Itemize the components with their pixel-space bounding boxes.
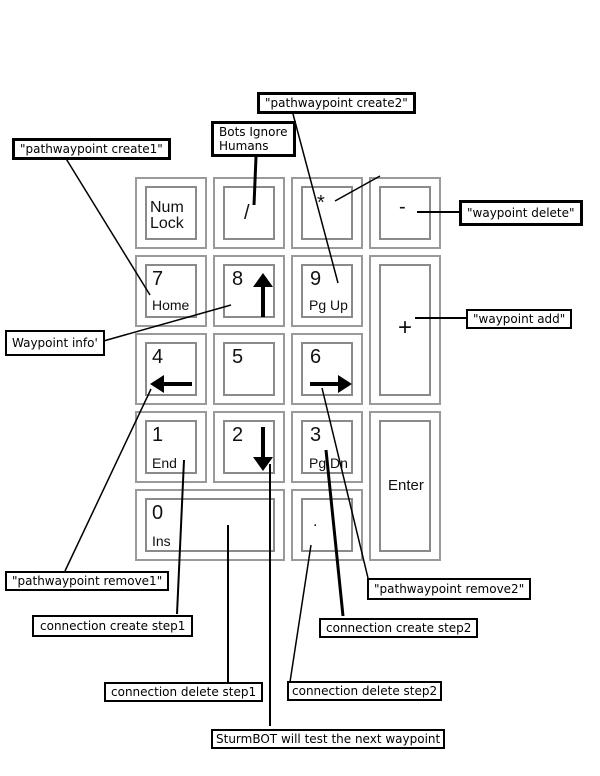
callout-pathwaypoint-remove2: "pathwaypoint remove2" bbox=[367, 578, 532, 600]
callout-bots-ignore-line1: Bots Ignore bbox=[219, 125, 288, 139]
callout-connection-create-step2: connection create step2 bbox=[319, 618, 479, 638]
key-numlock[interactable]: Num Lock bbox=[135, 177, 207, 249]
key-5[interactable]: 5 bbox=[213, 333, 285, 405]
up-arrow-icon bbox=[253, 273, 273, 317]
callout-connection-delete-step1: connection delete step1 bbox=[104, 682, 264, 702]
callout-pathwaypoint-create2: "pathwaypoint create2" bbox=[257, 92, 416, 114]
key-1-sub: End bbox=[152, 455, 177, 471]
callout-connection-create-step1: connection create step1 bbox=[32, 615, 194, 637]
key-0-sub: Ins bbox=[152, 533, 171, 549]
key-enter-label: Enter bbox=[388, 477, 424, 494]
key-7-sub: Home bbox=[152, 297, 190, 313]
key-3[interactable]: 3 Pg Dn bbox=[291, 411, 363, 483]
callout-pathwaypoint-remove1: "pathwaypoint remove1" bbox=[5, 571, 170, 591]
key-enter[interactable]: Enter bbox=[369, 411, 441, 561]
key-4[interactable]: 4 bbox=[135, 333, 207, 405]
key-3-num: 3 bbox=[310, 424, 322, 446]
key-3-sub: Pg Dn bbox=[309, 455, 348, 471]
key-9[interactable]: 9 Pg Up bbox=[291, 255, 363, 327]
leader-connection-delete2 bbox=[289, 544, 312, 683]
key-0[interactable]: 0 Ins bbox=[135, 489, 285, 561]
callout-waypoint-delete: "waypoint delete" bbox=[459, 200, 583, 226]
key-7[interactable]: 7 Home bbox=[135, 255, 207, 327]
key-9-sub: Pg Up bbox=[309, 297, 348, 313]
callout-pathwaypoint-create1: "pathwaypoint create1" bbox=[12, 138, 171, 160]
down-arrow-icon bbox=[253, 427, 273, 471]
key-multiply[interactable]: * bbox=[291, 177, 363, 249]
key-6[interactable]: 6 bbox=[291, 333, 363, 405]
callout-bots-ignore-line2: Humans bbox=[219, 139, 269, 153]
key-1-num: 1 bbox=[152, 424, 164, 446]
key-9-num: 9 bbox=[310, 268, 322, 290]
key-multiply-label: * bbox=[317, 192, 325, 214]
left-arrow-icon bbox=[150, 375, 192, 393]
key-1[interactable]: 1 End bbox=[135, 411, 207, 483]
key-6-num: 6 bbox=[310, 346, 322, 368]
key-divide[interactable]: / bbox=[213, 177, 285, 249]
callout-sturmbot-test: SturmBOT will test the next waypoint bbox=[211, 729, 446, 749]
right-arrow-icon bbox=[310, 375, 352, 393]
key-0-num: 0 bbox=[152, 502, 164, 524]
callout-connection-delete-step2: connection delete step2 bbox=[287, 681, 443, 701]
key-divide-label: / bbox=[244, 202, 250, 224]
callout-bots-ignore-humans: Bots Ignore Humans bbox=[211, 121, 296, 157]
key-plus-label: + bbox=[398, 314, 413, 341]
key-2[interactable]: 2 bbox=[213, 411, 285, 483]
key-minus[interactable]: - bbox=[369, 177, 441, 249]
key-7-num: 7 bbox=[152, 268, 164, 290]
key-decimal-label: . bbox=[313, 513, 318, 530]
key-2-num: 2 bbox=[232, 424, 244, 446]
key-5-num: 5 bbox=[232, 346, 244, 368]
key-numlock-line2: Lock bbox=[150, 215, 184, 232]
key-decimal[interactable]: . bbox=[291, 489, 363, 561]
callout-waypoint-add: "waypoint add" bbox=[466, 309, 573, 329]
callout-waypoint-info: Waypoint info' bbox=[5, 330, 105, 356]
key-8[interactable]: 8 bbox=[213, 255, 285, 327]
key-plus[interactable]: + bbox=[369, 255, 441, 405]
key-numlock-line1: Num bbox=[150, 199, 184, 216]
key-8-num: 8 bbox=[232, 268, 244, 290]
key-4-num: 4 bbox=[152, 346, 164, 368]
key-minus-label: - bbox=[399, 196, 406, 218]
